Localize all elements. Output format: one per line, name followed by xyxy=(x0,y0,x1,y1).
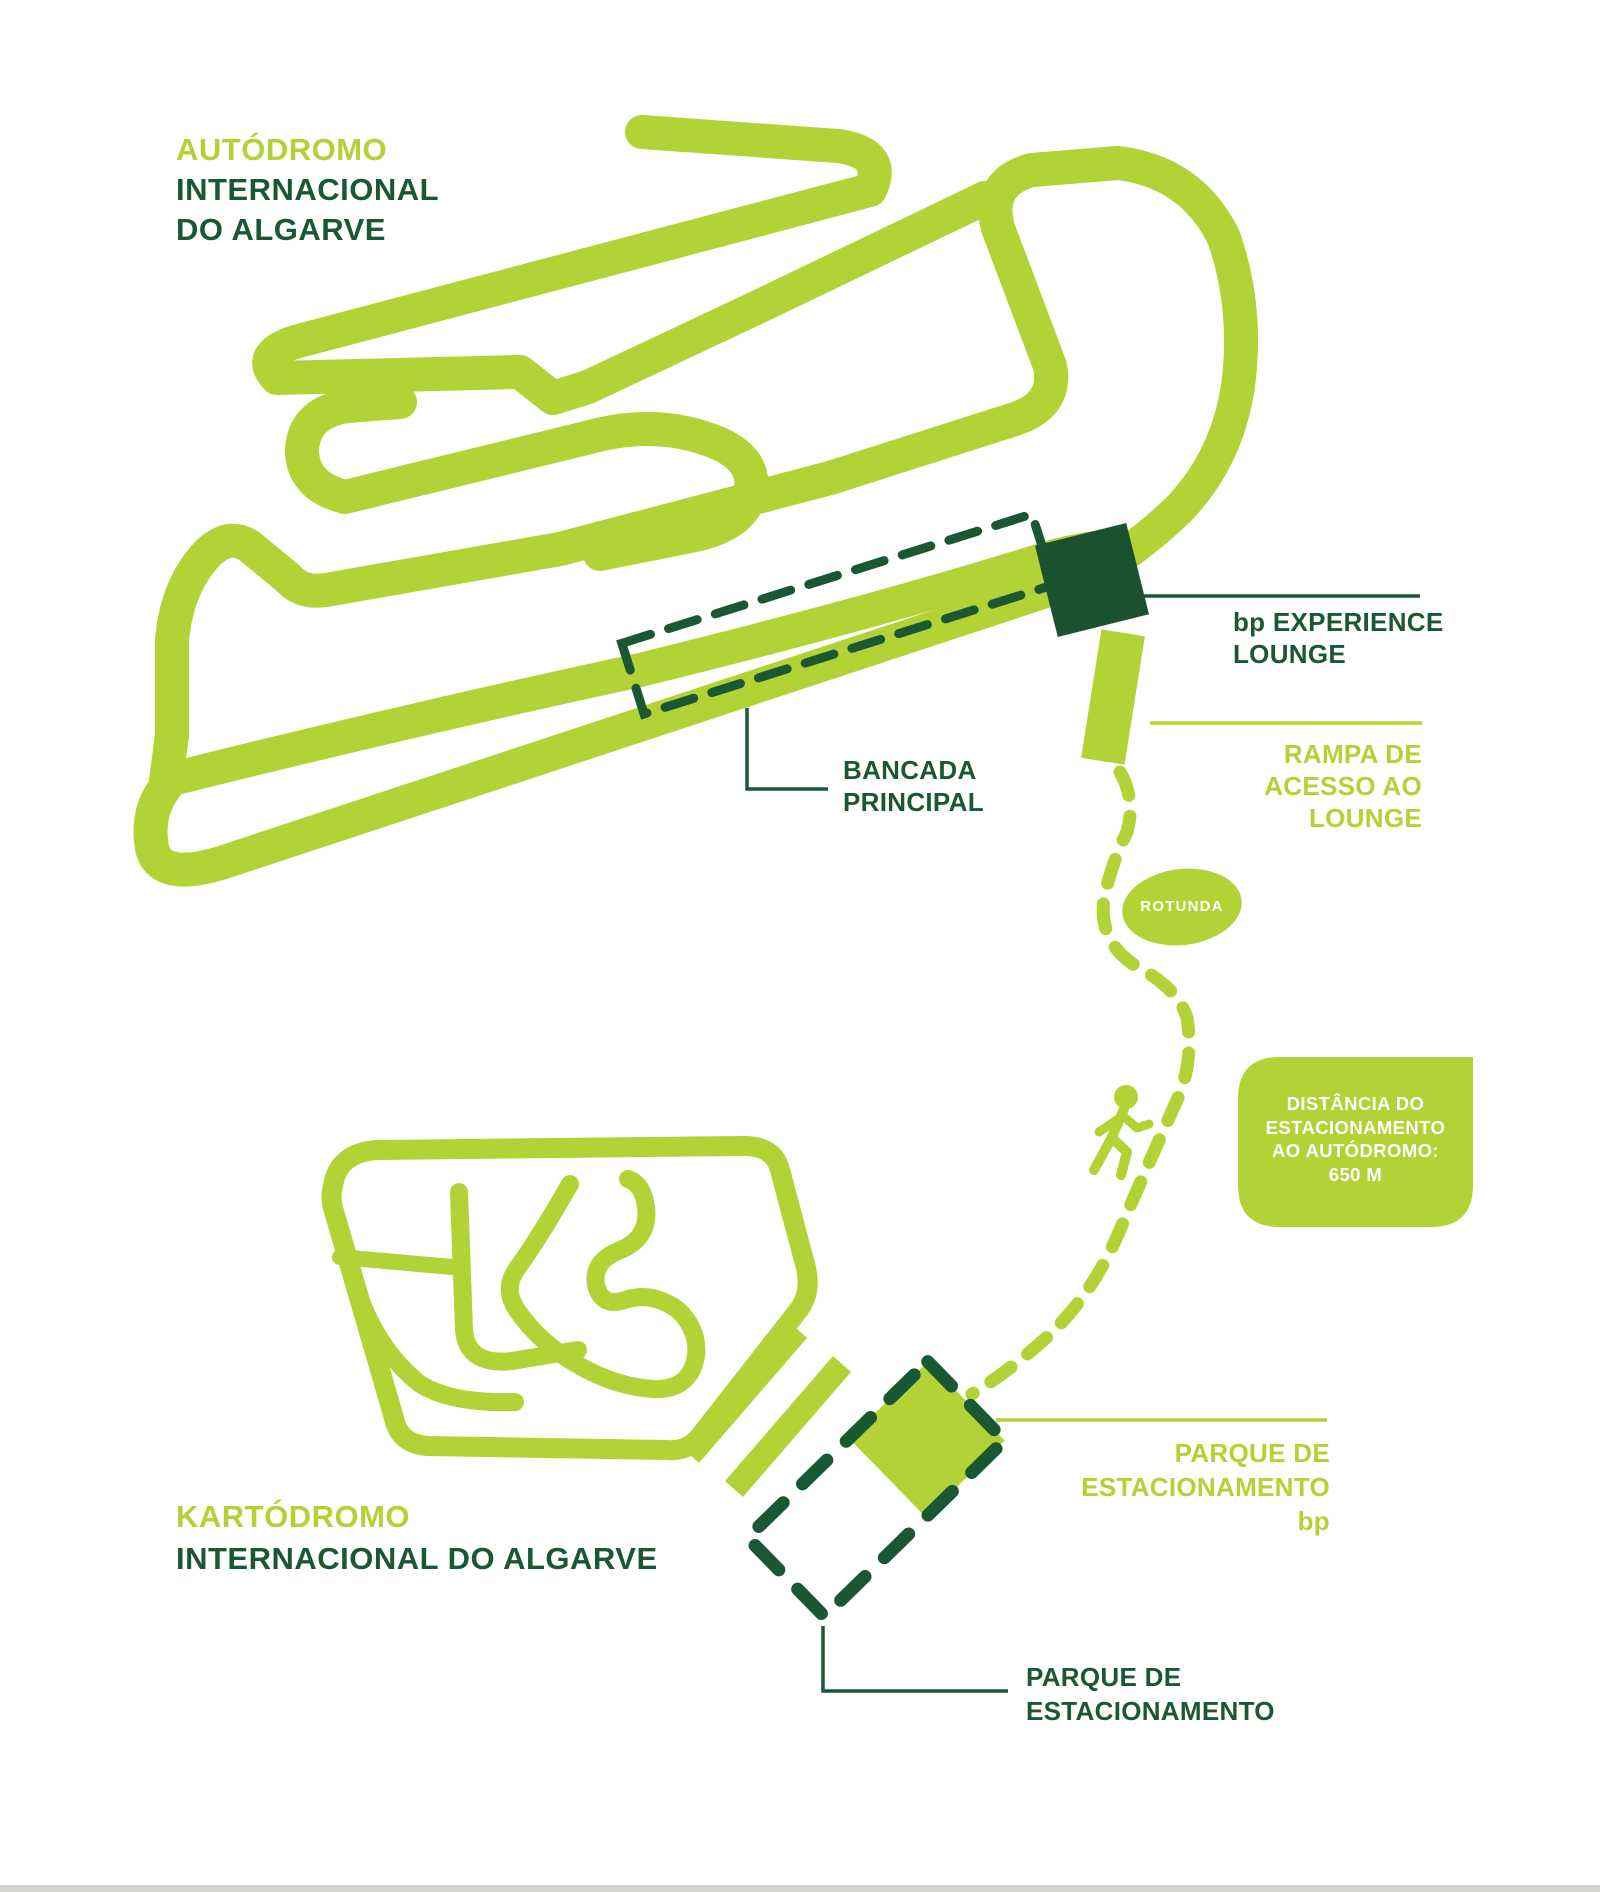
parque-label: PARQUE DE ESTACIONAMENTO xyxy=(1026,1660,1275,1728)
autodromo-title-line1: AUTÓDROMO xyxy=(176,132,388,167)
autodromo-esses-bend xyxy=(573,411,769,571)
parque-bp-label: PARQUE DE ESTACIONAMENTO bp xyxy=(1081,1436,1330,1538)
bancada-label-line2: PRINCIPAL xyxy=(843,787,984,817)
bp-lounge-square xyxy=(1035,523,1149,637)
rampa-label-line1: RAMPA DE xyxy=(1283,739,1422,769)
kartodromo-access-road-stripe-1 xyxy=(680,1322,808,1463)
kartodromo-infield-left-curve xyxy=(343,1265,524,1412)
distance-callout-bubble xyxy=(1238,1057,1473,1227)
parque-bp-label-line1: PARQUE DE xyxy=(1174,1438,1330,1468)
autodromo-left-loop xyxy=(285,385,607,514)
autodromo-title-line2: INTERNACIONAL xyxy=(176,172,440,207)
parque-label-line2: ESTACIONAMENTO xyxy=(1026,1696,1275,1726)
walking-person-icon xyxy=(1089,1085,1154,1180)
kartodromo-infield-connector xyxy=(332,1249,460,1275)
rampa-label-line3: LOUNGE xyxy=(1308,803,1422,833)
rampa-label: RAMPA DE ACESSO AO LOUNGE xyxy=(1264,738,1422,834)
rampa-label-line2: ACESSO AO xyxy=(1264,771,1422,801)
leader-parque-elbow xyxy=(821,1626,1008,1693)
kartodromo-infield-vertical xyxy=(450,1183,587,1371)
distance-label: DISTÂNCIA DO ESTACIONAMENTO AO AUTÓDROMO… xyxy=(1238,1092,1473,1186)
distance-label-line2: ESTACIONAMENTO xyxy=(1265,1116,1446,1138)
kartodromo-access-road-stripe-2 xyxy=(724,1356,852,1497)
bancada-label: BANCADA PRINCIPAL xyxy=(843,754,984,818)
bottom-edge-strip xyxy=(0,1885,1600,1892)
parque-bp-label-line3: bp xyxy=(1297,1506,1330,1536)
kartodromo-title: KARTÓDROMO INTERNACIONAL DO ALGARVE xyxy=(176,1496,658,1580)
bancada-label-line1: BANCADA xyxy=(843,755,977,785)
kartodromo-outline xyxy=(321,1135,818,1461)
kartodromo-infield-squiggle xyxy=(500,1170,706,1399)
kartodromo-track xyxy=(321,1135,852,1497)
parking-dashed-rect xyxy=(738,1352,1014,1626)
autodromo-main-loop xyxy=(133,146,1259,887)
leader-lines xyxy=(745,594,1422,1693)
parking-area xyxy=(738,1352,1014,1626)
bp-lounge-label-line1: bp EXPERIENCE xyxy=(1233,607,1444,637)
leader-bancada-elbow xyxy=(745,708,828,791)
lounge-access-ramp xyxy=(1081,629,1145,765)
rotunda-ellipse xyxy=(1122,868,1242,946)
parking-bp-square xyxy=(849,1361,1005,1518)
bp-lounge-label: bp EXPERIENCE LOUNGE xyxy=(1233,606,1444,670)
autodromo-back-straight xyxy=(252,115,1002,415)
rotunda-label: ROTUNDA xyxy=(1140,898,1224,915)
distance-label-line3: AO AUTÓDROMO: xyxy=(1272,1140,1439,1161)
bp-lounge-label-line2: LOUNGE xyxy=(1233,639,1347,669)
autodromo-title-line3: DO ALGARVE xyxy=(176,212,386,247)
parque-label-line1: PARQUE DE xyxy=(1026,1662,1182,1692)
autodromo-title: AUTÓDROMO INTERNACIONAL DO ALGARVE xyxy=(176,130,439,250)
kartodromo-title-line2: INTERNACIONAL DO ALGARVE xyxy=(176,1541,658,1576)
kartodromo-title-line1: KARTÓDROMO xyxy=(176,1499,411,1534)
distance-label-line1: DISTÂNCIA DO xyxy=(1286,1093,1425,1114)
walking-route-dashed xyxy=(965,765,1196,1401)
distance-label-line4: 650 M xyxy=(1328,1163,1383,1185)
parque-bp-label-line2: ESTACIONAMENTO xyxy=(1081,1472,1330,1502)
